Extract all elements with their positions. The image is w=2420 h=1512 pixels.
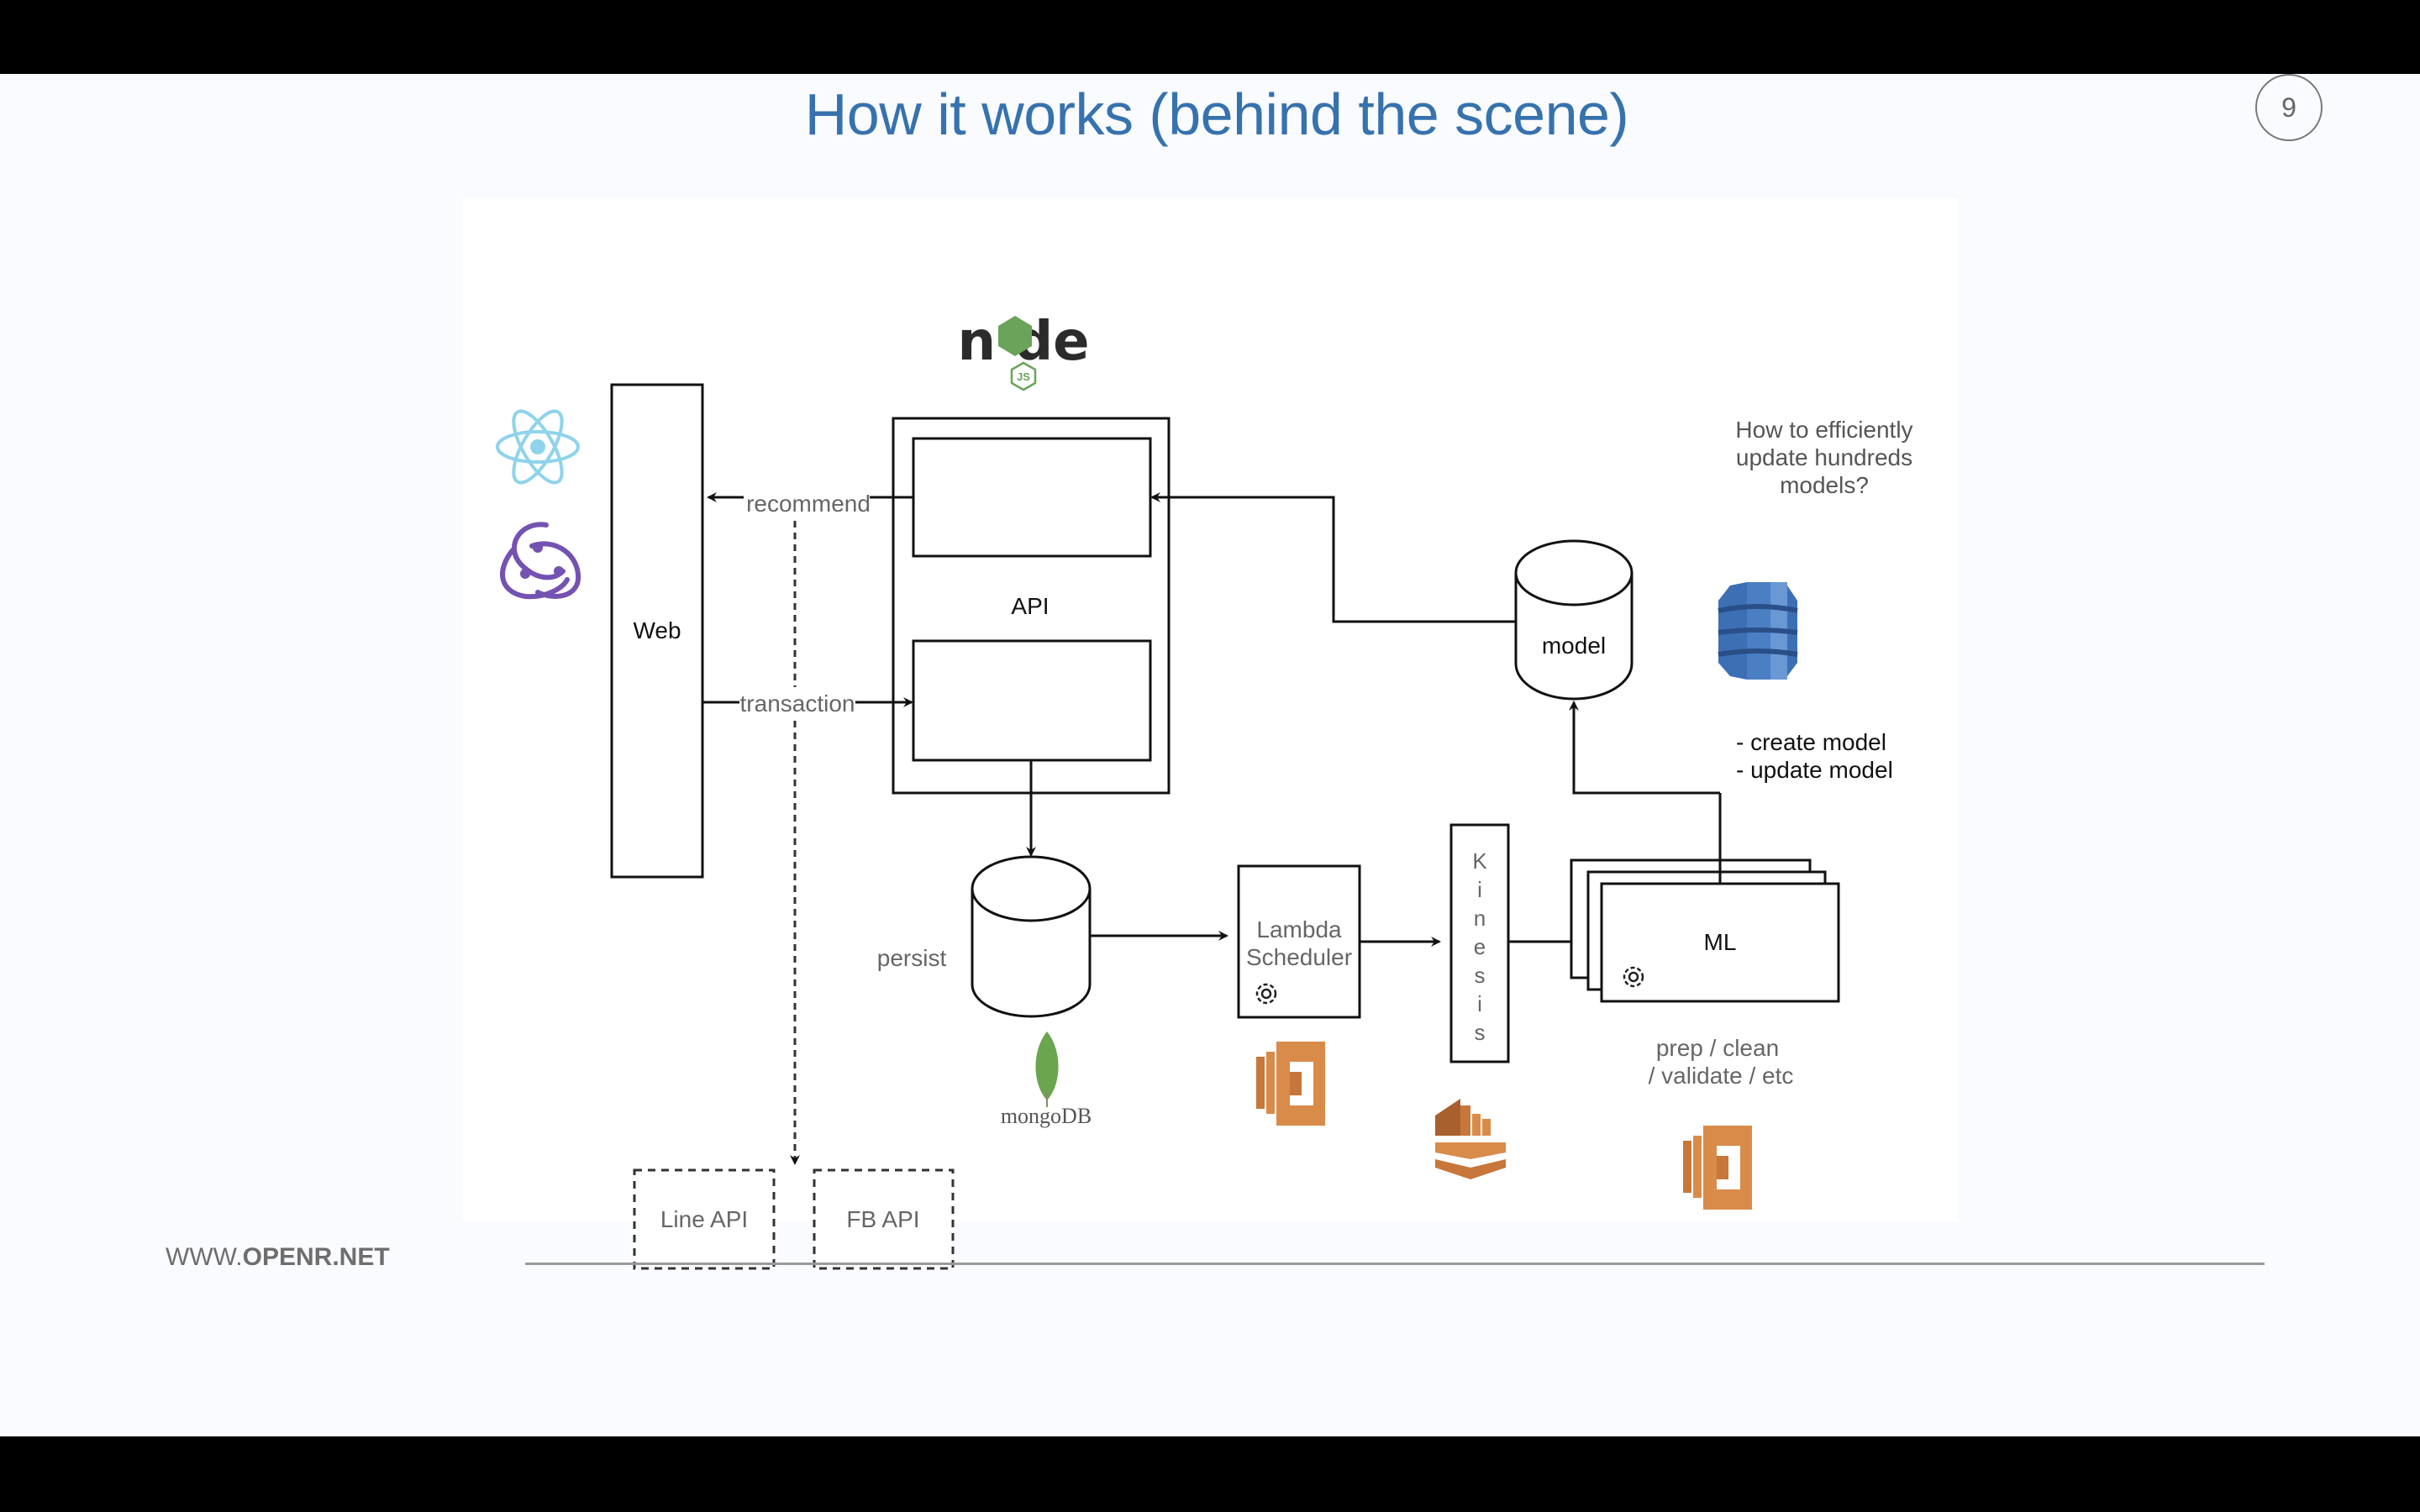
page-number: 9 — [2281, 92, 2296, 123]
web-label: Web — [633, 617, 681, 643]
mongodb-wordmark: mongoDB — [1001, 1104, 1092, 1128]
ml-box — [1600, 882, 1840, 1003]
ml-to-model-edge — [1569, 701, 1720, 795]
nodejs-logo-icon: n de JS — [957, 311, 1090, 391]
svg-text:K: K — [1472, 848, 1487, 874]
model-label: model — [1542, 633, 1606, 659]
api-recommend-endpoint — [912, 437, 1152, 558]
svg-text:JS: JS — [1017, 370, 1030, 383]
lambda-scheduler-label-line2: Scheduler — [1246, 944, 1352, 970]
gear-icon — [1255, 983, 1277, 1005]
model-to-api-edge — [1150, 492, 1516, 623]
ml-label: ML — [1704, 929, 1737, 955]
fb-api-box — [813, 1168, 955, 1270]
svg-text:i: i — [1477, 877, 1482, 902]
api-label: API — [1011, 593, 1049, 619]
question-line2: update hundreds — [1736, 444, 1912, 470]
svg-text:e: e — [1474, 934, 1486, 959]
fb-api-label: FB API — [846, 1206, 919, 1232]
model-ops-line1: - create model — [1736, 729, 1886, 755]
api-transaction-endpoint — [912, 639, 1152, 762]
footer-url-domain: OPENR.NET — [242, 1243, 390, 1271]
lambda-scheduler-box — [1237, 864, 1361, 1019]
letterbox-bottom — [0, 1436, 2420, 1512]
aws-kinesis-icon — [1435, 1099, 1506, 1179]
aws-lambda-icon — [1256, 1042, 1325, 1126]
footer-url-prefix: WWW. — [166, 1243, 243, 1271]
web-box — [610, 383, 704, 879]
footer-url: WWW.OPENR.NET — [166, 1243, 390, 1272]
persist-label: persist — [877, 945, 947, 971]
letterbox-top — [0, 0, 2420, 74]
model-ops-line2: - update model — [1736, 757, 1893, 783]
aws-lambda-icon — [1683, 1126, 1752, 1210]
gear-icon — [1623, 966, 1644, 988]
kinesis-label: K i n e s i s — [1472, 848, 1487, 1045]
lambda-scheduler-label-line1: Lambda — [1256, 916, 1342, 942]
line-api-label: Line API — [660, 1206, 748, 1232]
ml-steps-line2: / validate / etc — [1649, 1063, 1794, 1089]
svg-text:n: n — [1474, 906, 1486, 931]
react-logo-icon — [496, 409, 580, 485]
page-number-badge: 9 — [2255, 74, 2323, 141]
diagram-panel — [462, 197, 1958, 1221]
ml-steps-line1: prep / clean — [1656, 1035, 1779, 1061]
question-line1: How to efficiently — [1735, 417, 1912, 443]
model-database — [1514, 539, 1634, 701]
svg-text:s: s — [1475, 1020, 1486, 1045]
line-api-box — [633, 1168, 776, 1270]
kinesis-box — [1449, 823, 1510, 1063]
footer-divider — [525, 1263, 2265, 1265]
slide-title: How it works (behind the scene) — [804, 81, 1629, 147]
persist-database — [971, 855, 1092, 1018]
aws-dynamodb-icon — [1718, 582, 1798, 680]
recommend-label: recommend — [746, 491, 871, 517]
question-line3: models? — [1780, 472, 1869, 498]
svg-text:i: i — [1477, 991, 1482, 1016]
mongodb-logo-icon: mongoDB — [1001, 1032, 1092, 1128]
redux-logo-icon — [500, 522, 581, 600]
svg-text:s: s — [1475, 963, 1486, 988]
transaction-label: transaction — [740, 690, 855, 717]
